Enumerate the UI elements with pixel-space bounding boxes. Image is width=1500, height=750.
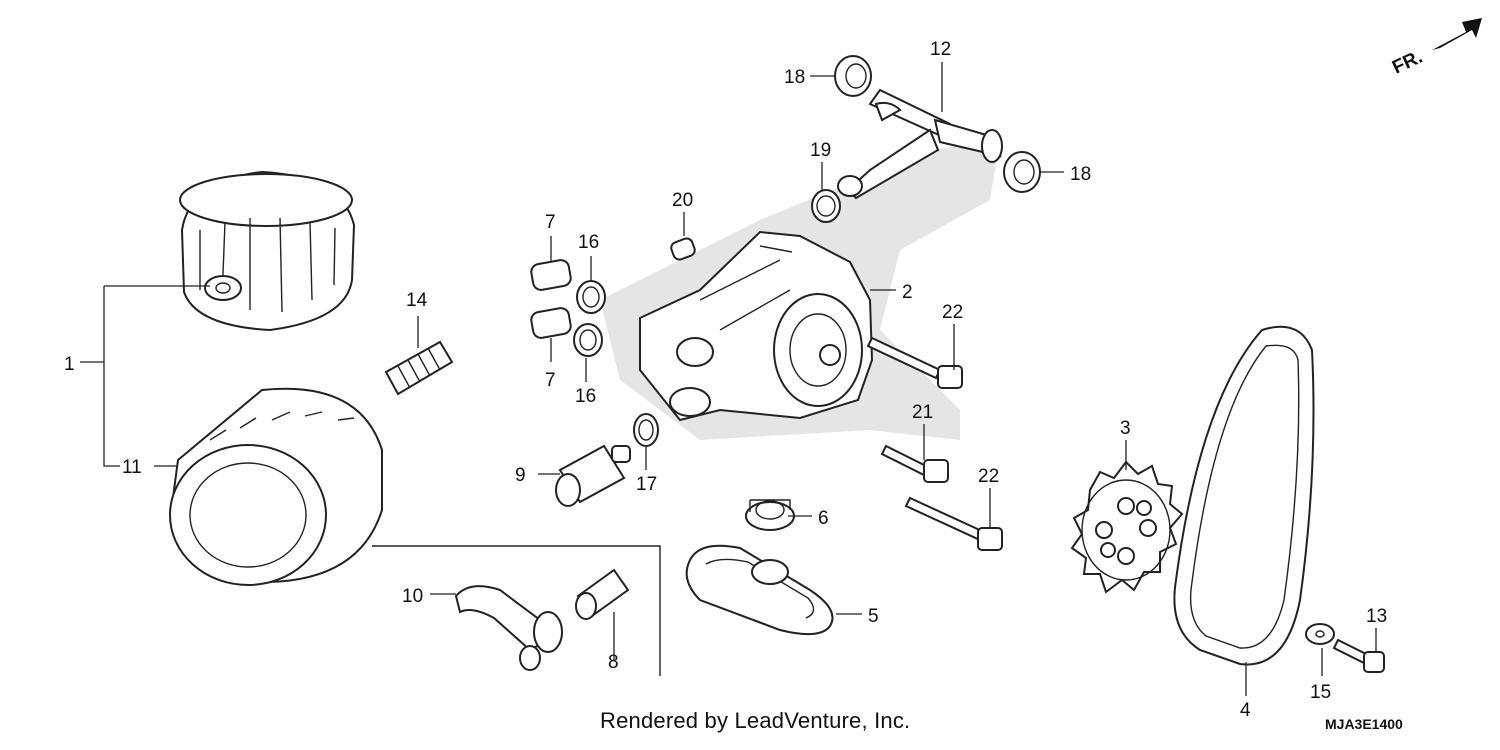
oil-pump-body [639,230,874,422]
callout-11: 11 [122,457,142,478]
callout-1: 1 [64,354,75,375]
direction-label: FR. [1389,47,1426,79]
callout-22-lower: 22 [978,466,999,487]
filter-boss-nipple [384,340,454,396]
small-dowel [670,237,696,261]
front-direction-arrow: FR. [1389,18,1482,79]
dowel-pins-and-orings [530,259,606,357]
joint-collar [555,444,631,507]
oil-filter [169,387,383,586]
callout-12: 12 [930,39,951,60]
oil-filter-cap [179,170,356,332]
callout-14: 14 [406,290,428,311]
oil-pump-sprocket [1070,460,1184,594]
bolt-13 [1332,638,1385,673]
callout-21: 21 [912,402,933,423]
callout-7-lower: 7 [545,370,556,391]
callout-7-upper: 7 [545,212,556,233]
callout-8: 8 [608,652,619,673]
callout-6: 6 [818,508,829,529]
callout-17: 17 [636,474,657,495]
callout-13: 13 [1366,606,1387,627]
callout-5: 5 [868,606,879,627]
flange-bolt-lower [904,496,1003,551]
oil-pipe-t [837,88,1003,200]
callout-labels: 1 2 3 4 5 6 7 7 8 9 10 11 12 13 14 15 16… [64,39,1387,721]
diagram-code: MJA3E1400 [1325,716,1403,732]
washer-15 [1305,623,1335,645]
callout-20: 20 [672,190,693,211]
oring-17 [633,413,659,447]
oring-19 [811,189,841,223]
oil-pipe-bent [454,585,563,671]
callout-9: 9 [515,465,526,486]
oil-pump-drive-chain [1173,325,1315,666]
callout-18-upper: 18 [784,67,805,88]
callout-18-right: 18 [1070,164,1091,185]
strainer-cap [745,499,795,531]
callout-19: 19 [810,140,831,161]
oil-strainer [685,544,834,636]
callout-4: 4 [1240,700,1251,721]
callout-16-upper: 16 [578,232,599,253]
render-credit: Rendered by LeadVenture, Inc. [600,708,911,733]
leader-lines [80,62,1377,696]
callout-15: 15 [1310,682,1331,703]
callout-16-lower: 16 [575,386,596,407]
callout-22-upper: 22 [942,302,963,323]
joint-collar-8 [575,568,630,620]
flange-bolt-21 [880,444,949,483]
callout-3: 3 [1120,418,1131,439]
callout-10: 10 [402,586,423,607]
callout-2: 2 [902,282,913,303]
flange-bolt-upper [866,336,963,389]
inset-border [372,545,661,676]
